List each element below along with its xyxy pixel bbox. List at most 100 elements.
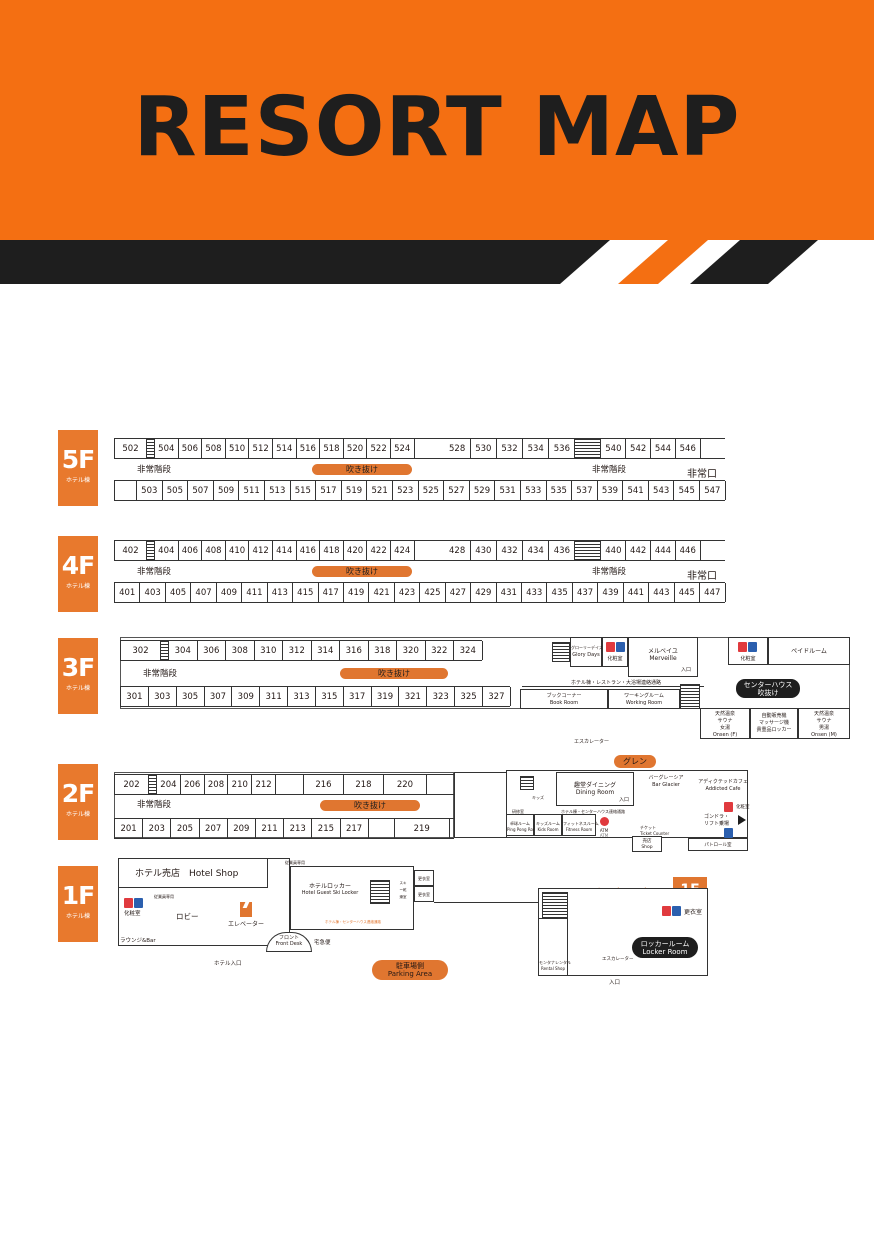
- room-cell: 544: [651, 439, 676, 458]
- floor-tab-1f: 1F ホテル棟: [58, 866, 98, 942]
- room-cell: 401: [115, 583, 141, 602]
- room-cell: 302: [121, 641, 161, 660]
- stairs: [552, 642, 570, 662]
- room-cell: 524: [391, 439, 415, 458]
- room-cell: 311: [260, 687, 289, 706]
- room-cell: 547: [700, 481, 726, 500]
- building-label: ホテル棟: [65, 811, 90, 818]
- atrium: 吹き抜け: [340, 668, 448, 679]
- sauna-label: サウナ: [717, 718, 733, 724]
- restroom-icon: [738, 642, 758, 652]
- room-cell: 406: [179, 541, 203, 560]
- room-cell: 431: [497, 583, 522, 602]
- onsen-en-label: Onsen (F): [712, 732, 738, 738]
- front-desk-jp: フロント: [278, 935, 299, 941]
- emergency-stairs-label: 非常階段: [592, 567, 627, 577]
- room-cell: 532: [497, 439, 524, 458]
- seminar-area: [454, 772, 508, 838]
- room-cell: 211: [256, 819, 285, 838]
- kids-room-en: Kids Room: [537, 827, 559, 832]
- room-cell: 436: [549, 541, 576, 560]
- room-cell: 528: [445, 439, 471, 458]
- room-cell: 219: [395, 819, 450, 838]
- hotel-shop: ホテル売店 Hotel Shop: [118, 858, 268, 888]
- room-cell: 511: [239, 481, 265, 500]
- atrium-label: 吹抜け: [757, 688, 779, 697]
- room-cell: 321: [399, 687, 428, 706]
- building-label: ホテル棟: [65, 913, 90, 920]
- room-cell: 444: [651, 541, 676, 560]
- room-cell: 515: [291, 481, 317, 500]
- room-cell: 209: [228, 819, 256, 838]
- room-cell: 210: [228, 775, 253, 794]
- room-cell: 439: [598, 583, 624, 602]
- room-cell: 510: [226, 439, 250, 458]
- escalator-label: エスカレーター: [602, 957, 634, 962]
- room-cell: 506: [179, 439, 203, 458]
- atrium: 吹き抜け: [312, 464, 412, 475]
- room-cell: 534: [523, 439, 550, 458]
- room-cell: 520: [344, 439, 368, 458]
- ski-room-label: スキー乾燥室: [399, 881, 407, 899]
- atm-icon: [600, 817, 609, 826]
- floor-tab-4f: 4F ホテル棟: [58, 536, 98, 612]
- floor-name: 2F: [61, 779, 95, 808]
- ping-pong-room: 卓球ルーム Ping Pong Room: [506, 814, 539, 836]
- emergency-exit-label: 非常口: [687, 571, 717, 582]
- room-cell: 427: [446, 583, 472, 602]
- merveille-restaurant: メルベイユ Merveille 入口: [628, 637, 698, 677]
- entrance-label: 入口: [681, 667, 692, 673]
- room-cell: 504: [155, 439, 179, 458]
- floor-tab-3f: 3F ホテル棟: [58, 638, 98, 714]
- fitness-jp: フィットネスルーム: [563, 821, 599, 826]
- room-cell: 218: [344, 775, 384, 794]
- sauna-label: サウナ: [816, 718, 832, 724]
- parking-area: 駐車場側 Parking Area: [372, 960, 448, 980]
- room-cell: 507: [188, 481, 214, 500]
- changing-room: 更衣室: [414, 886, 434, 902]
- locker-room: ロッカールーム Locker Room: [632, 937, 698, 958]
- restroom-icon: [124, 898, 144, 908]
- dining-room: 趣堂ダイニング Dining Room 入口: [556, 772, 634, 806]
- emergency-stairs-label: 非常階段: [137, 567, 172, 577]
- room-cell: 428: [445, 541, 471, 560]
- powder-room-label: 化粧室: [740, 656, 756, 662]
- room-cell: 322: [426, 641, 454, 660]
- corridor-label: ホテル棟・レストラン・大浴場連絡通路: [570, 680, 661, 686]
- restroom-icon: [606, 642, 626, 652]
- staff-only-label: 従業員専用: [285, 860, 305, 865]
- onsen-female: 天然温泉 サウナ 女湯 Onsen (F): [700, 708, 750, 739]
- room-cell: 217: [341, 819, 369, 838]
- onsen-label: 天然温泉: [714, 711, 735, 717]
- room-cell: 443: [649, 583, 675, 602]
- blank-cell: [276, 775, 304, 794]
- changing-label: 更衣室: [418, 876, 430, 881]
- room-cell: 425: [420, 583, 446, 602]
- room-cell: 414: [273, 541, 297, 560]
- book-room: ブックコーナー Book Room: [520, 689, 608, 709]
- room-cell: 413: [268, 583, 294, 602]
- room-cell: 522: [367, 439, 391, 458]
- room-cell: 521: [367, 481, 393, 500]
- atm-label: ATM: [599, 828, 609, 833]
- corridor-note: ホテル棟・センターハウス連絡通路: [325, 920, 381, 924]
- changing-label: 更衣室: [418, 892, 430, 897]
- room-cell: 525: [419, 481, 445, 500]
- dining-jp: 趣堂ダイニング: [573, 782, 616, 789]
- floor-tab-5f: 5F ホテル棟: [58, 430, 98, 506]
- room-cell: 540: [601, 439, 627, 458]
- room-cell: 301: [121, 687, 149, 706]
- stairs: [520, 776, 534, 790]
- seminar-label: 研修室: [512, 809, 524, 814]
- room-cell: 305: [177, 687, 205, 706]
- arrow-right-icon: [738, 815, 746, 825]
- blank-cell: [115, 481, 137, 500]
- paid-room: ペイドルーム: [768, 637, 850, 665]
- room-cell: 327: [483, 687, 511, 706]
- room-cell: 440: [601, 541, 627, 560]
- atrium: 吹き抜け: [320, 800, 420, 811]
